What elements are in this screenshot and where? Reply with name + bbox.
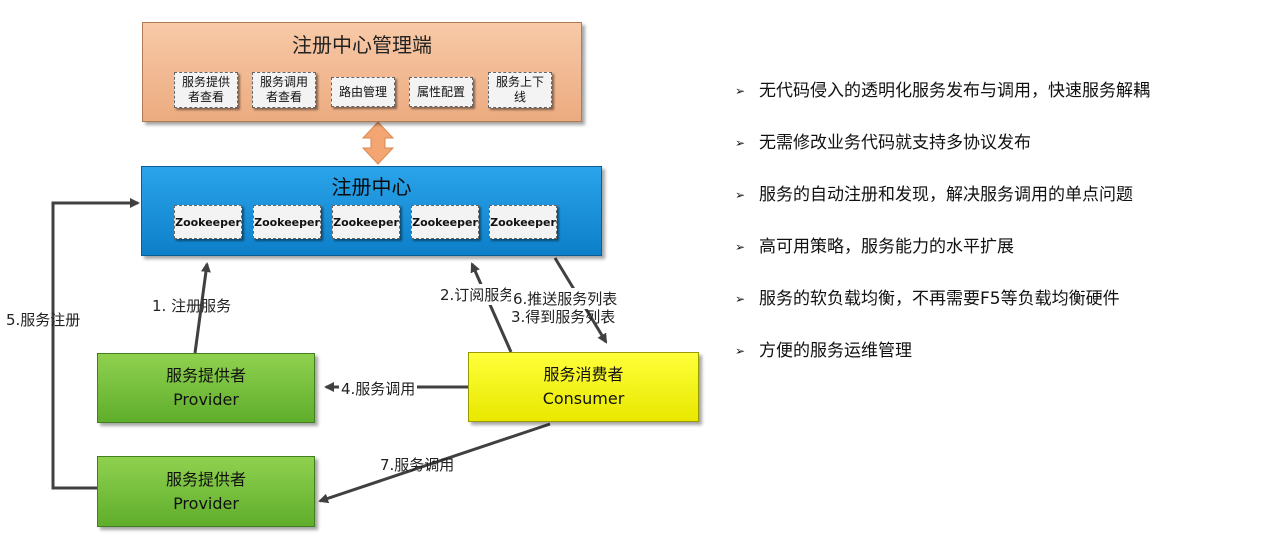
provider-1-en: Provider <box>173 390 239 409</box>
feature-item: ➢ 高可用策略，服务能力的水平扩展 <box>735 236 1150 288</box>
zookeeper-node: Zookeeper <box>489 205 557 239</box>
bullet-arrow-icon: ➢ <box>735 84 746 98</box>
step4-label: 4.服务调用 <box>339 378 418 399</box>
step6-label: 6.推送服务列表 <box>511 288 620 309</box>
consumer-en: Consumer <box>542 389 625 408</box>
feature-text: 高可用策略，服务能力的水平扩展 <box>759 237 1014 257</box>
admin-function-routing: 路由管理 <box>331 77 395 107</box>
step5-register-arrow <box>51 198 140 490</box>
registry-title: 注册中心 <box>331 175 412 199</box>
consumer-name: 服务消费者 <box>543 365 624 384</box>
feature-text: 无需修改业务代码就支持多协议发布 <box>759 133 1031 153</box>
feature-item: ➢ 服务的自动注册和发现，解决服务调用的单点问题 <box>735 184 1150 236</box>
zookeeper-node: Zookeeper <box>253 205 321 239</box>
step7-invoke-arrow <box>318 422 551 504</box>
feature-text: 服务的自动注册和发现，解决服务调用的单点问题 <box>759 185 1133 205</box>
admin-function-properties: 属性配置 <box>409 77 473 107</box>
registry-center: 注册中心 Zookeeper Zookeeper Zookeeper Zooke… <box>141 166 602 256</box>
feature-item: ➢ 方便的服务运维管理 <box>735 340 1150 392</box>
provider-2-en: Provider <box>173 493 239 513</box>
provider-2-name: 服务提供者 <box>165 469 246 489</box>
registry-admin-console: 注册中心管理端 服务提供 者查看 服务调用 者查看 路由管理 属性配置 服务上下… <box>142 22 582 122</box>
feature-text: 方便的服务运维管理 <box>759 341 912 361</box>
admin-function-online-offline: 服务上下 线 <box>488 72 552 108</box>
admin-registry-sync-arrow <box>361 121 395 165</box>
feature-text: 服务的软负载均衡，不再需要F5等负载均衡硬件 <box>759 289 1120 309</box>
admin-function-provider-view: 服务提供 者查看 <box>174 72 238 108</box>
feature-text: 无代码侵入的透明化服务发布与调用，快速服务解耦 <box>759 81 1150 101</box>
provider-1-name: 服务提供者 <box>165 366 246 385</box>
feature-item: ➢ 无需修改业务代码就支持多协议发布 <box>735 132 1150 184</box>
bullet-arrow-icon: ➢ <box>735 136 746 150</box>
bullet-arrow-icon: ➢ <box>735 188 746 202</box>
zookeeper-node: Zookeeper <box>174 205 242 239</box>
step1-register-arrow <box>193 262 211 354</box>
bullet-arrow-icon: ➢ <box>735 240 746 254</box>
step3-label: 3.得到服务列表 <box>511 308 616 326</box>
step5-label: 5.服务注册 <box>6 311 81 329</box>
step2-label: 2.订阅服务 <box>438 284 517 305</box>
step2-subscribe-arrow <box>470 262 513 353</box>
admin-function-consumer-view: 服务调用 者查看 <box>252 72 316 108</box>
bullet-arrow-icon: ➢ <box>735 292 746 306</box>
admin-title: 注册中心管理端 <box>292 33 432 57</box>
service-provider-1: 服务提供者 Provider <box>97 353 315 423</box>
service-provider-2: 服务提供者 Provider <box>97 456 315 527</box>
zookeeper-node: Zookeeper <box>411 205 479 239</box>
feature-item: ➢ 服务的软负载均衡，不再需要F5等负载均衡硬件 <box>735 288 1150 340</box>
feature-item: ➢ 无代码侵入的透明化服务发布与调用，快速服务解耦 <box>735 80 1150 132</box>
step7-label: 7.服务调用 <box>380 456 455 474</box>
service-consumer: 服务消费者 Consumer <box>468 352 699 422</box>
feature-list: ➢ 无代码侵入的透明化服务发布与调用，快速服务解耦 ➢ 无需修改业务代码就支持多协议… <box>735 80 1150 392</box>
zookeeper-node: Zookeeper <box>332 205 400 239</box>
step1-label: 1. 注册服务 <box>152 297 232 315</box>
bullet-arrow-icon: ➢ <box>735 344 746 358</box>
